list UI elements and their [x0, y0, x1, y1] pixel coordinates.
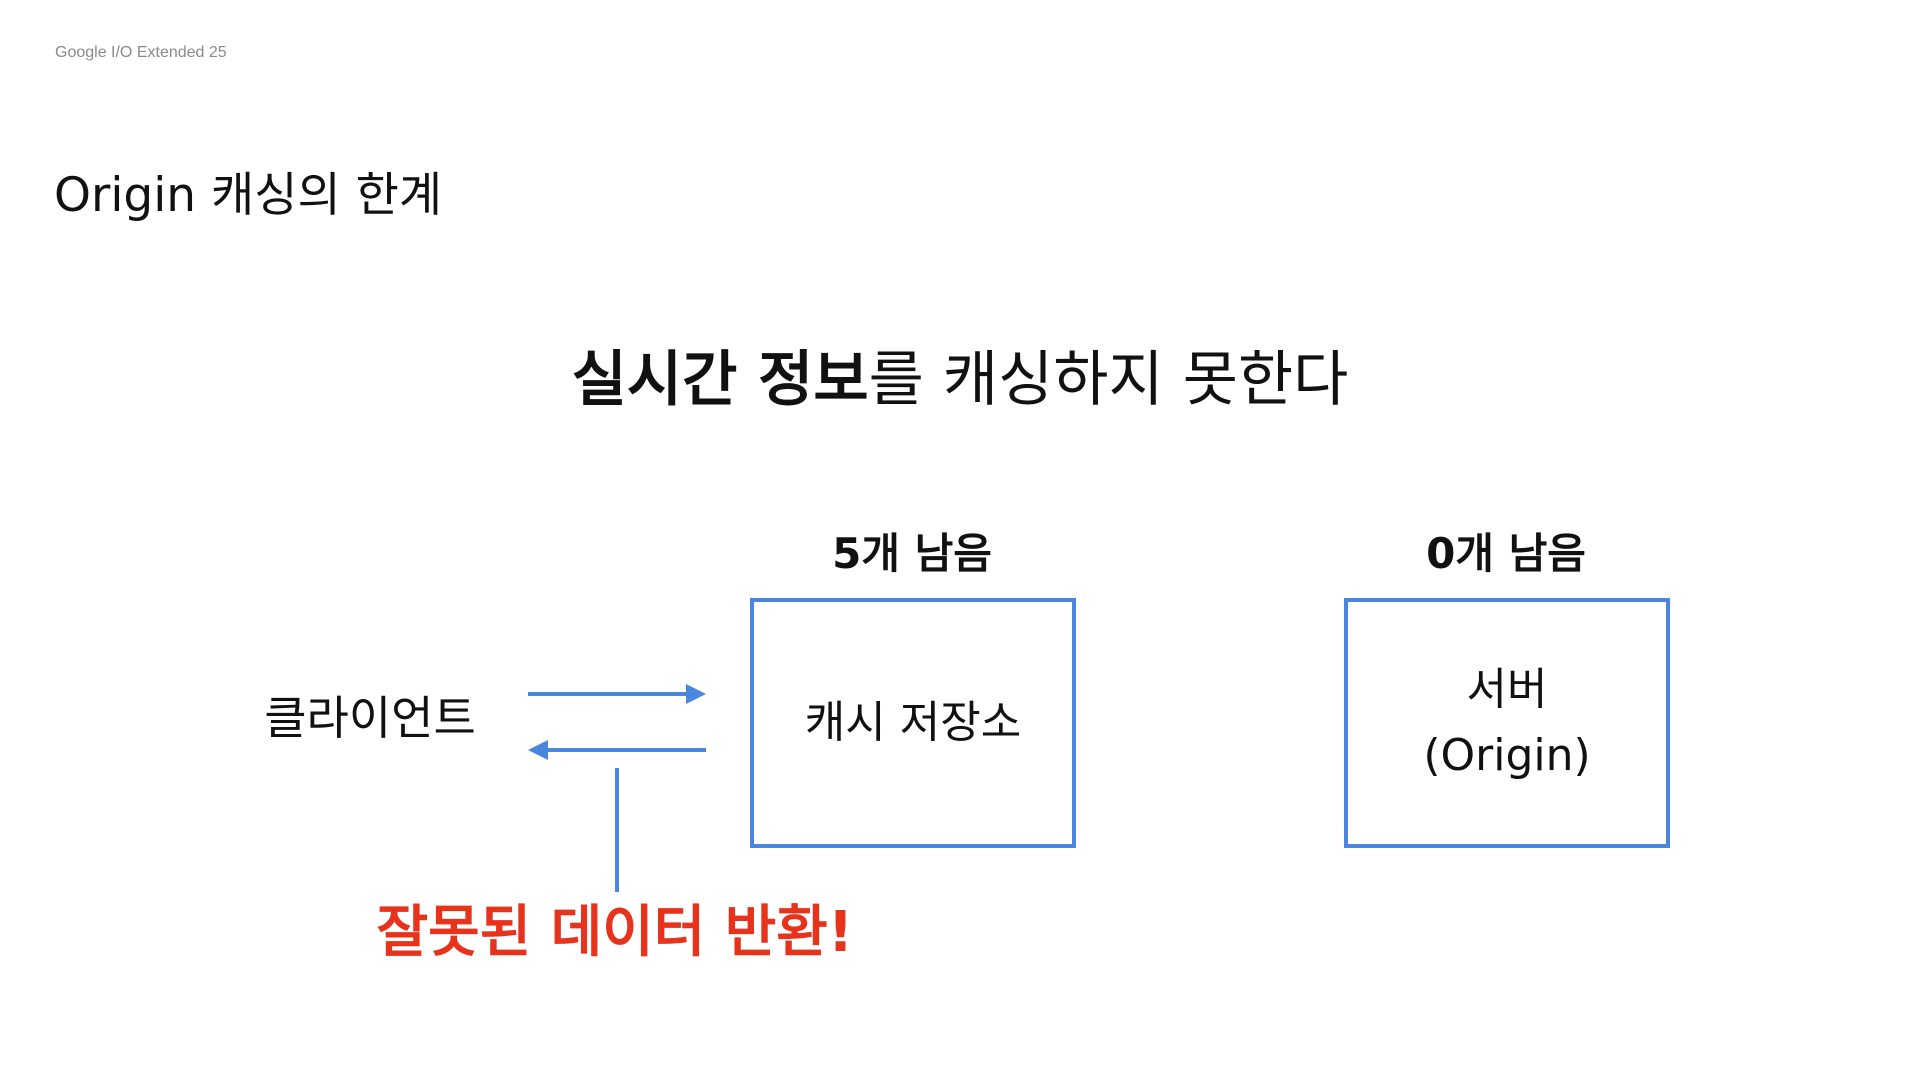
- server-label-line2: (Origin): [1423, 730, 1591, 781]
- arrow-left-icon: [528, 740, 706, 760]
- footer-text: Google I/O Extended 25: [55, 44, 227, 61]
- warning-text: 잘못된 데이터 반환!: [376, 900, 854, 965]
- cache-storage-box: 캐시 저장소: [750, 598, 1076, 848]
- server-box: 서버 (Origin): [1344, 598, 1670, 848]
- slide-title: Origin 캐싱의 한계: [54, 168, 443, 223]
- server-count-label: 0개 남음: [1426, 529, 1586, 578]
- server-label-line1: 서버: [1466, 664, 1548, 715]
- headline-bold: 실시간 정보: [571, 345, 869, 415]
- headline-rest: 를 캐싱하지 못한다: [868, 345, 1349, 415]
- server-label: 서버 (Origin): [1423, 657, 1590, 789]
- cache-storage-label: 캐시 저장소: [804, 697, 1022, 748]
- client-label: 클라이언트: [264, 691, 476, 745]
- arrow-right-icon: [528, 684, 706, 704]
- headline: 실시간 정보를 캐싱하지 못한다: [0, 344, 1920, 416]
- cache-count-label: 5개 남음: [832, 529, 992, 578]
